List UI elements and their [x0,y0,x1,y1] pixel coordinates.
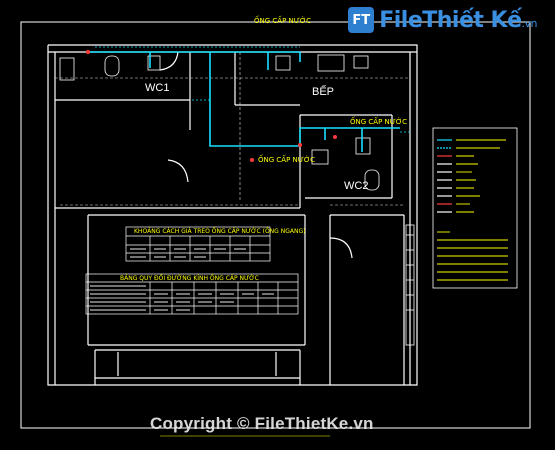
pipe-label-right: ỐNG CẤP NƯỚC [350,118,408,126]
copyright-watermark: Copyright © FileThietKe.vn [150,414,374,433]
wall-hatch [405,224,415,346]
brand-domain: .vn [521,16,538,30]
room-label-wc1: WC1 [145,82,170,94]
pipe-spacing-table [125,226,271,262]
pipe-diameter-table [85,273,299,315]
water-pipes [90,51,400,152]
pipe-branches [95,46,410,133]
drawing-frame [20,21,531,429]
legend-box [432,127,518,289]
brand-name: FileThiết Kế.vn [379,7,538,33]
valve-markers [86,50,337,162]
room-label-kitchen: BẾP [312,86,335,98]
dashed-lines [55,52,410,206]
table-text-marks [90,248,274,311]
table2-title: BẢNG QUY ĐỔI ĐƯỜNG KÍNH ỐNG CẤP NƯỚC [120,275,259,282]
pipe-label-top: ỐNG CẤP NƯỚC [254,17,312,25]
building-walls [47,44,418,386]
fixtures [59,54,380,191]
brand-logo: FT [348,7,375,33]
pipe-label-mid: ỐNG CẤP NƯỚC [258,156,316,164]
table1-title: KHOẢNG CÁCH GIÁ TREO ỐNG CẤP NƯỚC (ỐNG N… [134,228,306,235]
room-label-wc2: WC2 [344,180,369,192]
watermark: FT FileThiết Kế.vn [348,7,538,33]
